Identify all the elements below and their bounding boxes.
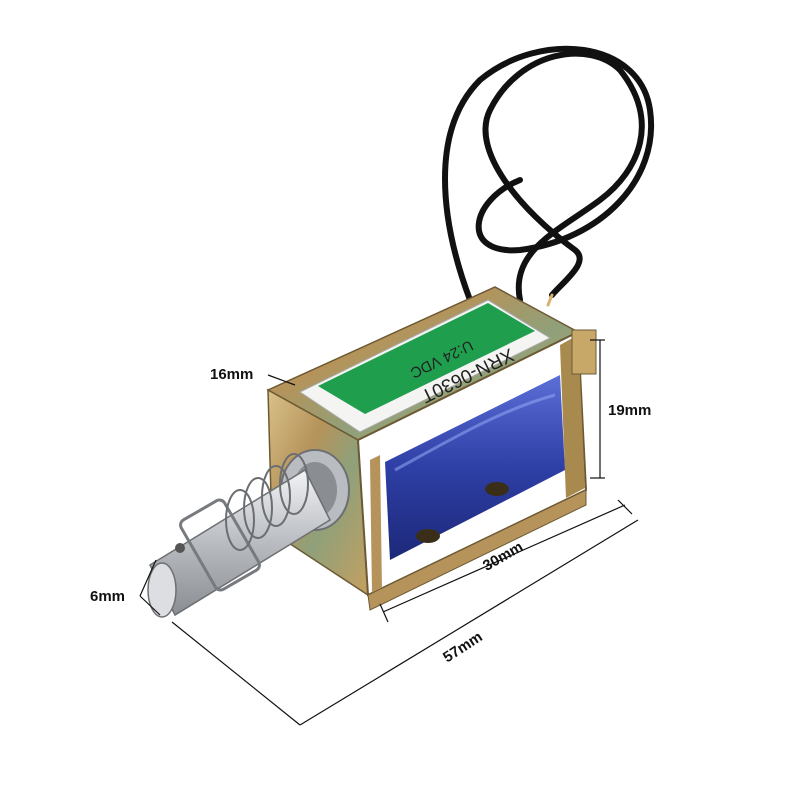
spring-icon: [225, 453, 309, 551]
dimension-lines: [139, 339, 639, 726]
width-dimension-label: 16mm: [210, 366, 254, 383]
plunger-diameter-label: 6mm: [90, 588, 126, 605]
solenoid-body-icon: [266, 286, 597, 611]
lead-wire-icon: [442, 45, 655, 307]
height-dimension-label: 19mm: [608, 402, 652, 419]
coil-winding-icon: [385, 375, 565, 560]
